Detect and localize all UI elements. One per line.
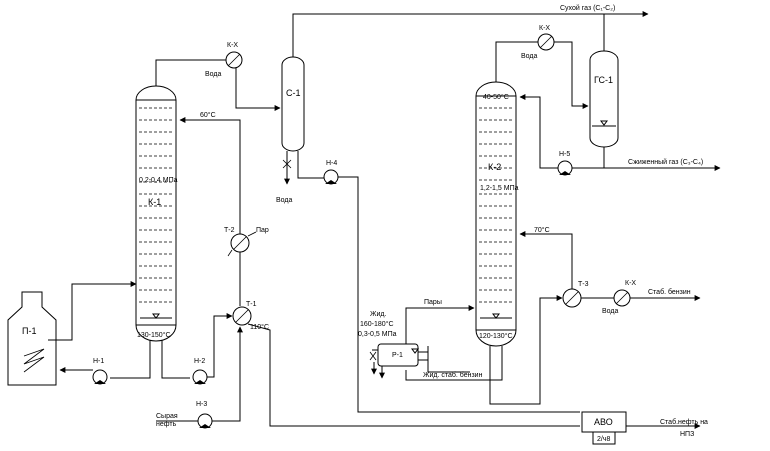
k2-pressure: 1,2-1,5 МПа (480, 185, 519, 192)
air-cooler-avo[interactable]: АВО 2/ч8 (581, 411, 627, 445)
liquefied-gas-label: Сжиженный газ (С₃-С₄) (628, 158, 703, 166)
feed-label-2: нефть (156, 421, 177, 428)
gs1-level-icon (600, 120, 608, 126)
k2-bottoms-line (489, 295, 563, 405)
steam-out-line (227, 249, 233, 257)
k2-to-reboiler-line (405, 346, 503, 381)
separator-c1[interactable]: С-1 (281, 56, 305, 152)
n1-label: Н-1 (93, 358, 104, 365)
water-label-4: Вода (602, 308, 618, 315)
k2-top-temp: 40-50°С (483, 93, 509, 101)
k1-bottoms-line (110, 340, 151, 379)
column-k2[interactable]: 40-50°С К-2 1,2-1,5 МПа 120-130°С (475, 81, 519, 347)
separator-gs1[interactable]: ГС-1 (589, 50, 619, 148)
fuel-label-1: Жид. (370, 311, 386, 318)
t3-label: Т-3 (578, 281, 589, 288)
fuel-valve-icon (369, 351, 377, 361)
k2-overhead-line (495, 41, 538, 82)
heat-exchanger-t2[interactable]: Т-2 Пар (224, 227, 269, 253)
furnace-coil-icon (23, 348, 45, 373)
k2-label: К-2 (488, 162, 501, 172)
k1-bottoms-line-2 (161, 340, 190, 379)
k2-bottom-temp: 120-130°С (479, 332, 513, 340)
pump-n4[interactable]: Н-4 (323, 160, 339, 185)
kx1-label: К-Х (227, 42, 238, 49)
kx1-to-c1-line (235, 68, 281, 111)
furnace-return-line (48, 281, 137, 341)
r1-label: Р-1 (392, 352, 403, 359)
k2-feed-line (519, 231, 573, 290)
k1-overhead-line (155, 59, 226, 86)
valve-icon (282, 159, 292, 169)
k2-level-icon (492, 313, 500, 319)
fuel-label-2: 160-180°С (360, 320, 394, 328)
gs1-label: ГС-1 (594, 75, 613, 85)
n4-discharge-line (338, 176, 580, 413)
k1-bottom-temp: 130-150°С (137, 331, 171, 339)
n2-to-t1-line (207, 313, 233, 378)
stab-oil-label-1: Стаб.нефть на (660, 418, 708, 426)
n5-label: Н-5 (559, 151, 570, 158)
column-k1[interactable]: К-1 0,2-0,4 МПа 130-150°С (135, 85, 178, 342)
k1-reflux-temp: 60°С (200, 111, 216, 119)
gs1-liquid-line (572, 147, 605, 169)
k2-reflux-line (519, 94, 558, 169)
c1-liquid-line (297, 151, 324, 179)
water-label-3: Вода (521, 53, 537, 60)
t2-label: Т-2 (224, 227, 235, 234)
k1-trays (139, 107, 173, 303)
stab-oil-label-2: НПЗ (680, 431, 694, 438)
p1-label: П-1 (22, 326, 36, 336)
steam-in-line (247, 231, 257, 237)
fuel-label-3: 0,3-0,5 МПа (358, 331, 397, 338)
n2-label: Н-2 (194, 358, 205, 365)
vapors-label: Пары (424, 299, 442, 306)
pump-n2[interactable]: Н-2 (192, 358, 208, 385)
n3-label: Н-3 (196, 401, 207, 408)
water-label-1: Вода (205, 71, 221, 78)
n4-label: Н-4 (326, 160, 337, 167)
liq-stab-label: Жид. стаб. бензин (423, 371, 483, 379)
k1-label: К-1 (148, 197, 161, 207)
condenser-kx1[interactable]: К-Х (225, 42, 243, 69)
vapors-line (405, 305, 475, 344)
pump-n5[interactable]: Н-5 (557, 151, 573, 176)
feed-label-1: Сырая (156, 413, 178, 420)
t1-label: Т-1 (246, 301, 257, 308)
avo-label: АВО (594, 417, 613, 427)
c1-label: С-1 (286, 88, 301, 98)
n3-to-t1-line (212, 326, 243, 422)
dry-gas-label: Сухой газ (С₁-С₂) (560, 4, 615, 12)
heat-exchanger-t3[interactable]: Т-3 (562, 281, 589, 308)
water-label-2: Вода (276, 197, 292, 204)
pump-n1[interactable]: Н-1 (92, 358, 108, 385)
kx3-label: К-Х (625, 280, 636, 287)
heat-exchanger-t1[interactable]: Т-1 110°С (232, 301, 269, 331)
reboiler-r1[interactable]: Р-1 (377, 343, 429, 368)
k1-level-icon (152, 313, 160, 319)
kx2-label: К-Х (539, 25, 550, 32)
condenser-kx3[interactable]: К-Х (613, 280, 636, 307)
avo-sub-label: 2/ч8 (597, 436, 610, 443)
t1-to-avo-line (247, 323, 580, 427)
k2-trays (479, 107, 513, 303)
k1-pressure: 0,2-0,4 МПа (139, 177, 178, 184)
steam-label: Пар (256, 227, 269, 234)
k1-feed-line (179, 117, 241, 234)
k2-feed-temp: 70°С (534, 226, 550, 234)
kx2-to-gs1-line (554, 41, 589, 109)
dry-gas-line (292, 11, 649, 57)
liq-stab-line (427, 366, 470, 373)
condenser-kx2[interactable]: К-Х (537, 25, 555, 51)
furnace-p1[interactable]: П-1 (7, 291, 57, 386)
r1-level-icon (411, 348, 419, 354)
stab-gasoline-label: Стаб. бензин (648, 288, 691, 296)
pump-n3[interactable]: Н-3 (196, 401, 213, 429)
